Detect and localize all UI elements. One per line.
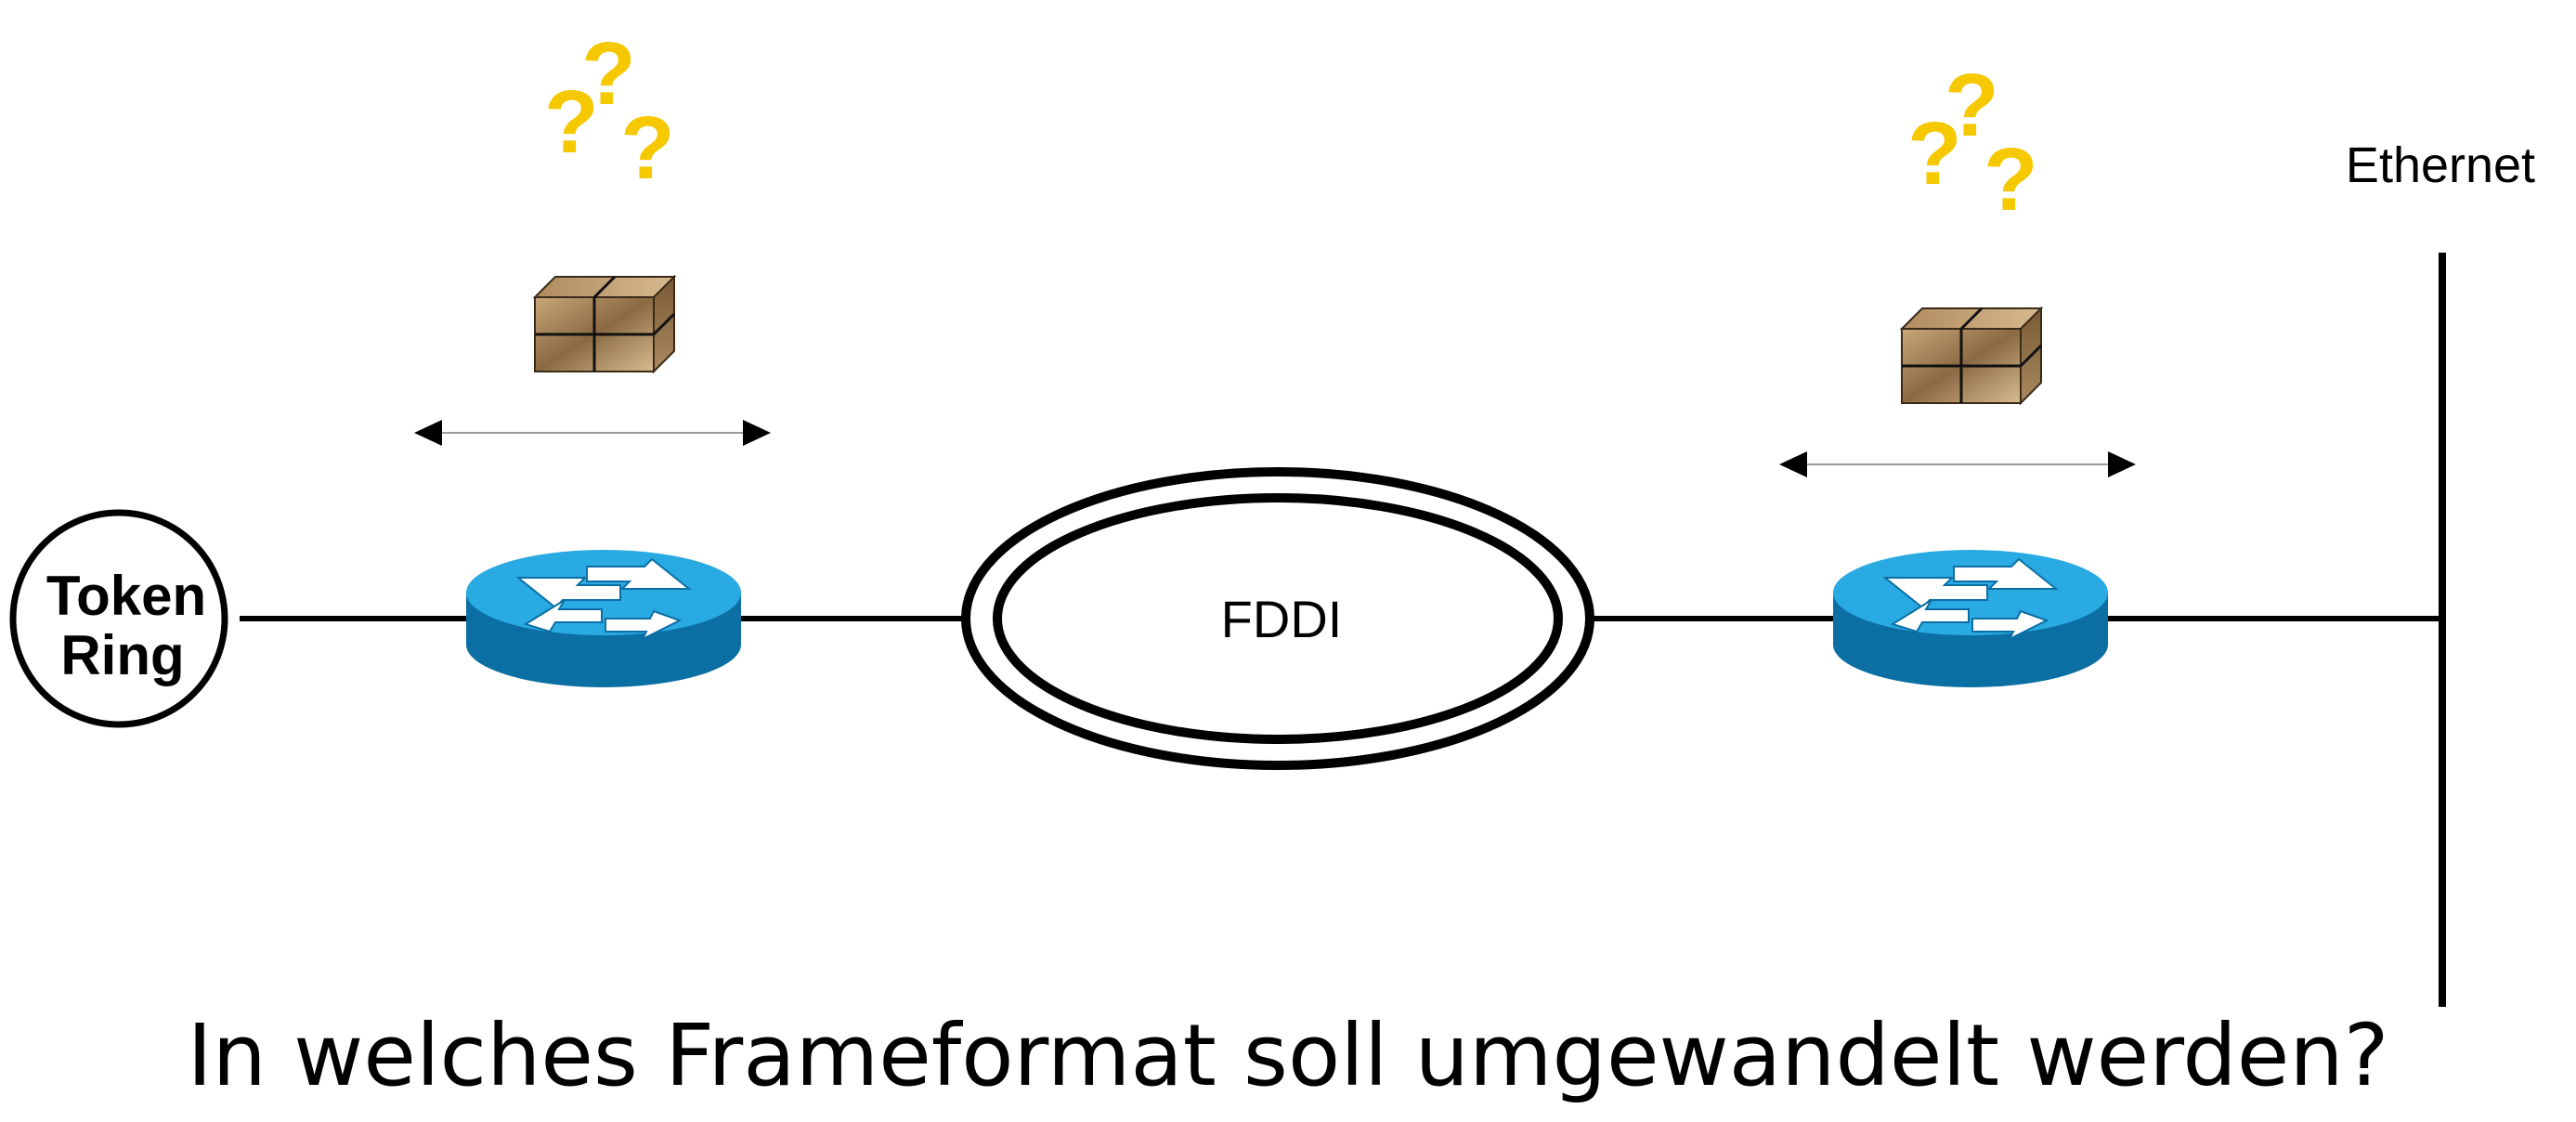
fddi-inner-ring xyxy=(993,493,1563,744)
fddi-ring: FDDI xyxy=(961,467,1594,770)
question-mark: ? xyxy=(1907,104,1962,203)
question-mark: ? xyxy=(1945,56,1999,155)
double-arrow-icon xyxy=(414,420,771,446)
token-ring-label-line1: Token xyxy=(46,565,206,627)
token-ring-label-line2: Ring xyxy=(60,624,184,686)
question-mark: ? xyxy=(581,24,636,124)
question-marks-icon: ? ? ? xyxy=(1907,56,2038,229)
package-icon xyxy=(532,274,677,374)
question-mark: ? xyxy=(544,72,599,172)
double-arrow-icon xyxy=(1779,451,2136,477)
question-mark: ? xyxy=(1984,130,2038,229)
ethernet-label: Ethernet xyxy=(2346,137,2535,193)
caption-question: In welches Frameformat soll umgewandelt … xyxy=(187,1006,2389,1105)
package-icon xyxy=(1899,306,2044,406)
token-ring-node: Token Ring xyxy=(9,509,228,728)
fddi-label: FDDI xyxy=(1221,590,1343,648)
question-marks-icon: ? ? ? xyxy=(544,24,675,198)
token-ring-circle xyxy=(9,509,228,728)
question-mark: ? xyxy=(620,98,675,198)
router-icon xyxy=(466,550,741,687)
router-icon xyxy=(1833,550,2108,687)
